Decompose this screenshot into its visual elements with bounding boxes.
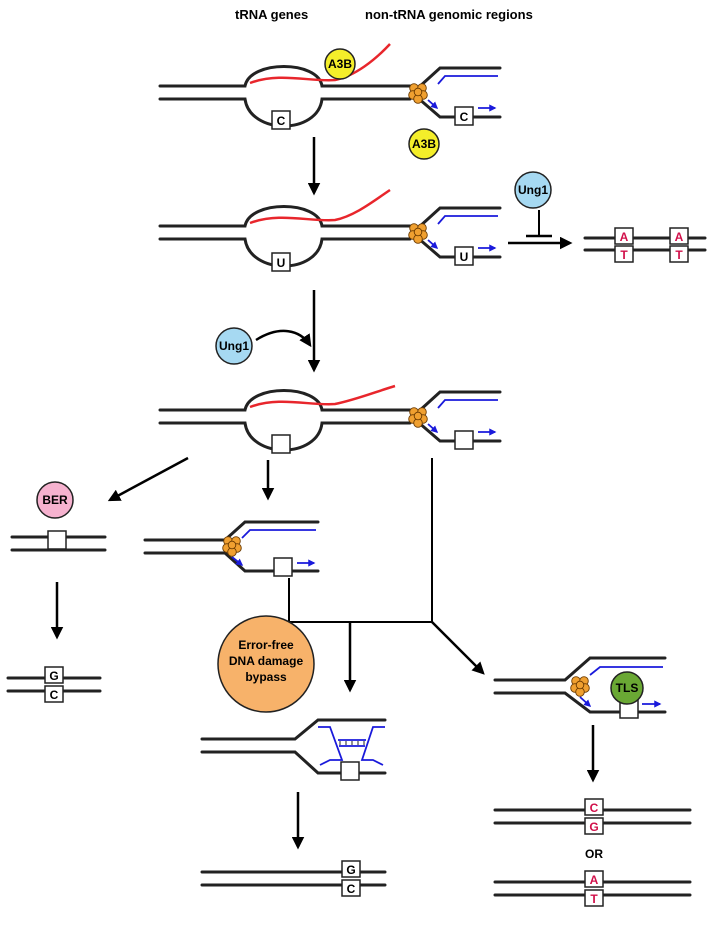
replisome-icon xyxy=(570,676,590,697)
svg-text:T: T xyxy=(675,248,683,262)
replisome-icon xyxy=(408,407,428,428)
svg-text:A3B: A3B xyxy=(412,137,436,151)
svg-text:Error-free: Error-free xyxy=(238,638,294,652)
row2-replication-fork xyxy=(408,206,502,259)
arrow-to-tls xyxy=(431,621,485,675)
a3b-protein-top: A3B xyxy=(324,48,356,80)
ber-dna-gap xyxy=(10,530,107,552)
svg-text:T: T xyxy=(590,892,598,906)
row1-replication-fork xyxy=(408,66,502,119)
svg-text:A: A xyxy=(675,230,684,244)
abasic-site-trna xyxy=(271,434,291,454)
row2-base-u-trna: U xyxy=(271,252,291,272)
svg-text:C: C xyxy=(50,688,59,702)
svg-text:TLS: TLS xyxy=(616,681,639,695)
or-label: OR xyxy=(585,847,603,861)
row1-base-c-genomic: C xyxy=(454,106,474,126)
svg-text:U: U xyxy=(277,256,286,270)
arrow-to-ber xyxy=(107,456,189,502)
ung1-protein-left: Ung1 xyxy=(215,327,253,365)
line-merge xyxy=(288,578,432,623)
svg-text:DNA damage: DNA damage xyxy=(229,654,304,668)
svg-text:Ung1: Ung1 xyxy=(518,183,548,197)
replisome-icon xyxy=(408,83,428,104)
tls-product-cg: C G xyxy=(493,798,692,835)
ber-protein: BER xyxy=(36,481,74,519)
svg-text:A: A xyxy=(590,873,599,887)
abasic-site-genomic xyxy=(454,430,474,450)
svg-text:C: C xyxy=(277,114,286,128)
row3-replication-fork xyxy=(408,390,502,443)
tls-protein: TLS xyxy=(610,671,644,705)
header-trna-genes: tRNA genes xyxy=(235,7,308,22)
svg-text:G: G xyxy=(49,669,58,683)
svg-text:bypass: bypass xyxy=(245,670,287,684)
bypass-repaired-gc: G C xyxy=(200,860,387,897)
mid-replication-fork xyxy=(143,520,320,577)
template-switch-structure xyxy=(200,718,387,781)
svg-text:U: U xyxy=(460,250,469,264)
header-non-trna-regions: non-tRNA genomic regions xyxy=(365,7,533,22)
a3b-protein-lower: A3B xyxy=(408,128,440,160)
svg-text:G: G xyxy=(589,820,598,834)
error-free-bypass-badge: Error-free DNA damage bypass xyxy=(217,615,315,713)
arrow-ung1-action xyxy=(255,329,312,348)
svg-text:C: C xyxy=(460,110,469,124)
svg-text:C: C xyxy=(590,801,599,815)
svg-text:A3B: A3B xyxy=(328,57,352,71)
svg-text:BER: BER xyxy=(42,493,68,507)
svg-text:G: G xyxy=(346,863,355,877)
replisome-icon xyxy=(408,223,428,244)
svg-text:T: T xyxy=(620,248,628,262)
abasic-site-mid xyxy=(273,557,293,577)
rna-transcript xyxy=(249,43,391,85)
tls-product-at: A T xyxy=(493,870,692,907)
ber-repaired-gc: G C xyxy=(6,666,102,703)
svg-text:C: C xyxy=(347,882,356,896)
ung1-protein-right: Ung1 xyxy=(514,171,552,209)
svg-text:Ung1: Ung1 xyxy=(219,339,249,353)
at-mutation-product: A T A T xyxy=(583,227,707,263)
row2-base-u-genomic: U xyxy=(454,246,474,266)
svg-text:A: A xyxy=(620,230,629,244)
row1-base-c-trna: C xyxy=(271,110,291,130)
ung1-inhibition-bar xyxy=(526,210,552,238)
